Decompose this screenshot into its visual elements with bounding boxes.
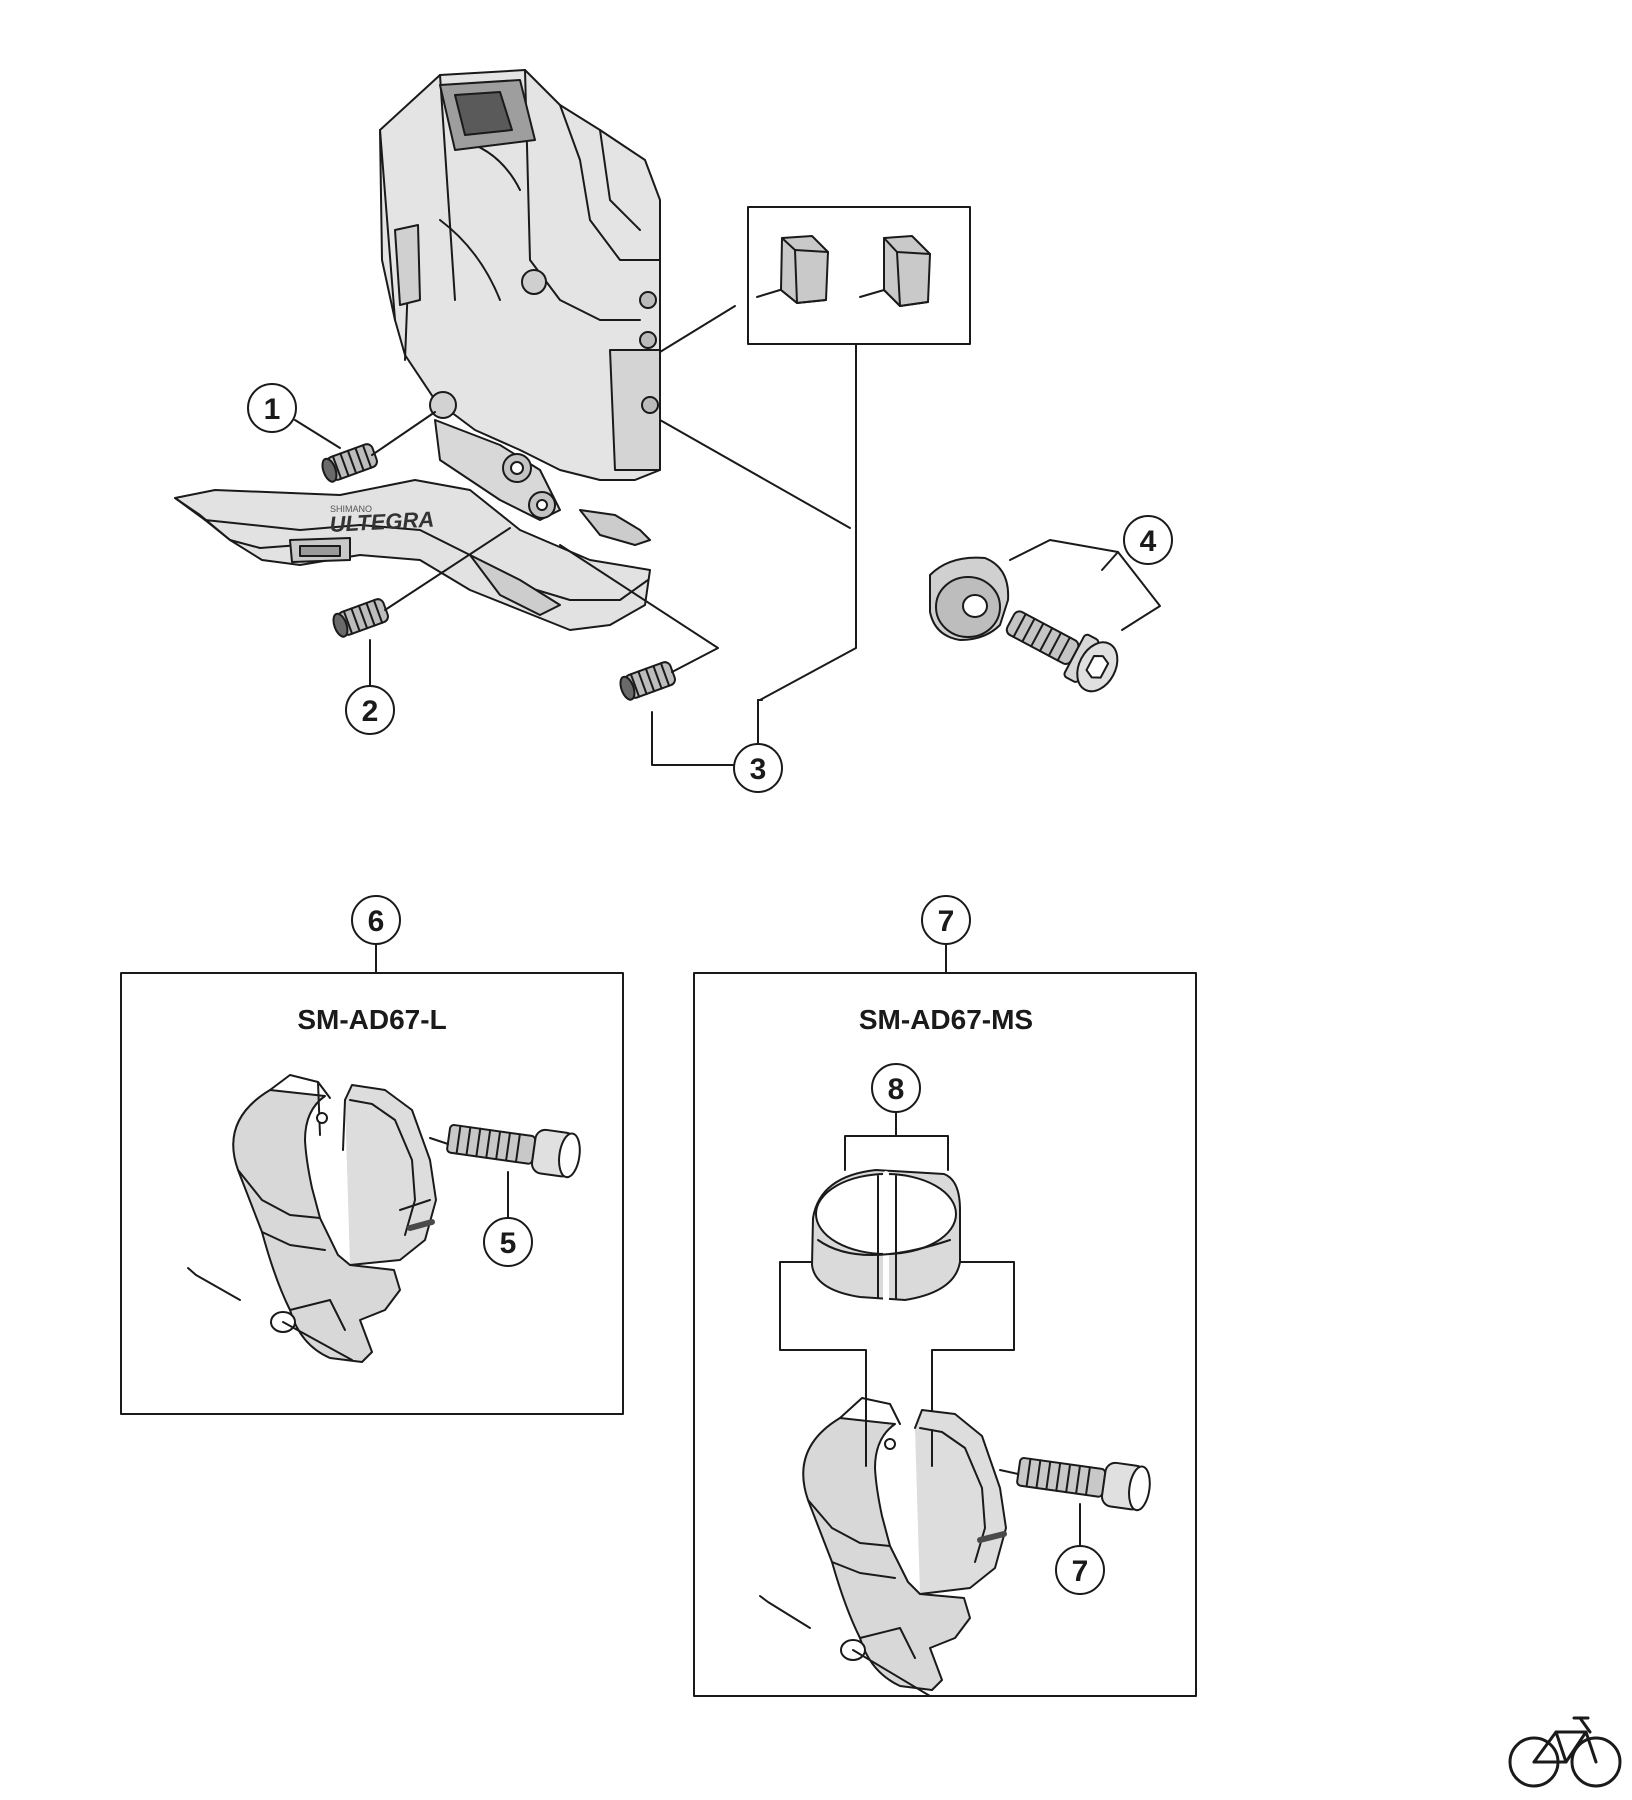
callout-6: 7 — [921, 895, 971, 945]
svg-text:6: 6 — [368, 905, 385, 938]
callout-7-left: 5 — [483, 1217, 533, 1267]
bicycle-icon — [1508, 1716, 1622, 1788]
callout-8: 8 — [871, 1063, 921, 1113]
svg-text:2: 2 — [362, 695, 379, 728]
derailleur-housing — [379, 69, 661, 481]
spacer-and-bolt — [659, 419, 1161, 693]
pad-set-box — [659, 206, 971, 701]
clamp-band-left — [187, 1074, 437, 1363]
set-screw-1 — [294, 411, 436, 483]
svg-text:4: 4 — [1140, 525, 1157, 558]
callout-4: 4 — [1123, 515, 1173, 565]
bracket-3 — [651, 699, 759, 766]
derailleur-brand-label: ULTEGRA — [329, 507, 435, 537]
callout-1: 1 — [247, 383, 297, 433]
screw-hole-mid — [639, 331, 657, 349]
svg-text:7: 7 — [938, 905, 955, 938]
clamp-bolt-right — [1016, 1457, 1151, 1512]
adapter-box-right: SM-AD67-MS — [693, 942, 1197, 1697]
callout-7-right: 7 — [1055, 1545, 1105, 1595]
svg-text:7: 7 — [1072, 1555, 1089, 1588]
chain-cage — [174, 479, 651, 631]
clamp-bolt-left — [446, 1124, 581, 1179]
derailleur-brand-small: SHIMANO — [330, 504, 372, 514]
set-screw-3 — [559, 544, 719, 701]
pad-left — [780, 235, 829, 304]
screw-hole-low — [641, 396, 659, 414]
svg-text:8: 8 — [888, 1073, 905, 1106]
spacer — [929, 556, 1010, 641]
mounting-bolt — [1005, 610, 1119, 693]
callout-2: 2 — [345, 685, 395, 735]
callout-3: 3 — [733, 743, 783, 793]
svg-text:5: 5 — [500, 1227, 517, 1260]
adapter-box-left: SM-AD67-L — [120, 942, 624, 1415]
svg-text:1: 1 — [264, 393, 281, 426]
leader-line-1 — [294, 419, 341, 449]
front-derailleur: ULTEGRA SHIMANO — [174, 69, 661, 631]
callout-5: 6 — [351, 895, 401, 945]
pad-right — [883, 235, 931, 307]
clamp-band-right — [759, 1397, 1007, 1697]
adapter-right-model: SM-AD67-MS — [859, 1004, 1033, 1035]
screw-hole-top — [639, 291, 657, 309]
set-screw-2 — [332, 527, 511, 691]
shim-ring — [811, 1169, 961, 1303]
adapter-left-model: SM-AD67-L — [297, 1004, 446, 1035]
svg-text:3: 3 — [750, 753, 767, 786]
